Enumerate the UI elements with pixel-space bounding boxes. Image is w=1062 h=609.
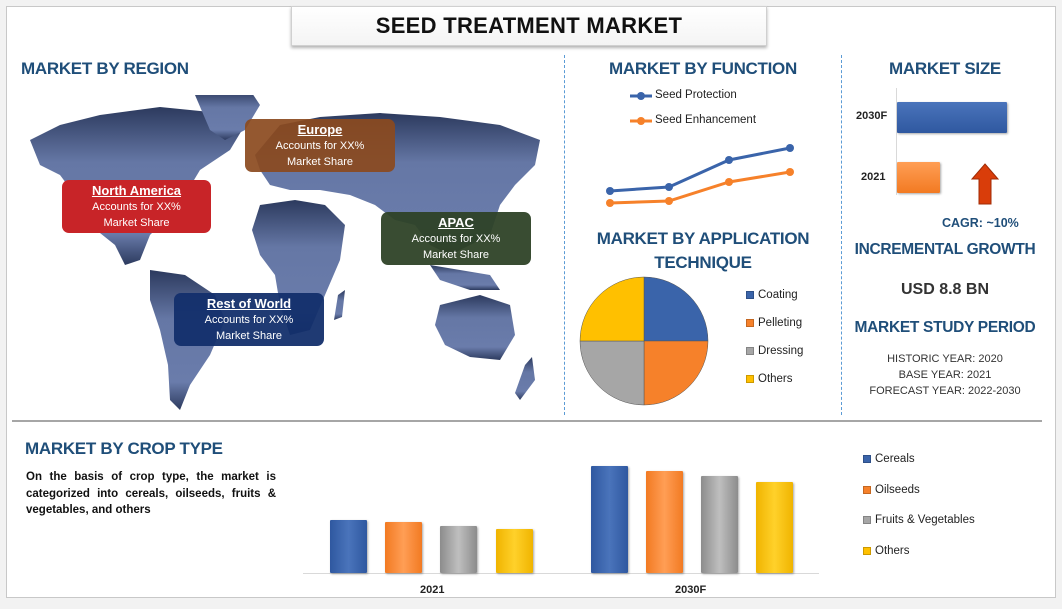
region-share-text: Accounts for XX%: [275, 140, 365, 152]
incremental-title: INCREMENTAL GROWTH: [854, 241, 1036, 258]
region-box-north-america: North America Accounts for XX% Market Sh…: [62, 180, 211, 233]
forecast-year: FORECAST YEAR: 2022-2030: [869, 385, 1021, 397]
study-period-title: MARKET STUDY PERIOD: [854, 319, 1036, 336]
legend-dressing: Dressing: [746, 345, 803, 357]
region-share-text: Accounts for XX%: [411, 233, 501, 245]
region-box-rest-of-world: Rest of World Accounts for XX% Market Sh…: [174, 293, 324, 346]
size-bar-2030: [897, 102, 1007, 133]
legend-pelleting: Pelleting: [746, 317, 802, 329]
function-legend-icons: [630, 92, 652, 125]
application-pie-chart: [579, 276, 709, 406]
region-box-europe: Europe Accounts for XX% Market Share: [245, 119, 395, 172]
divider: [12, 420, 1042, 422]
legend-oilseeds: Oilseeds: [863, 484, 920, 496]
region-share-text: Accounts for XX%: [204, 314, 294, 326]
region-name: Europe: [297, 122, 343, 137]
legend-crop-others: Others: [863, 545, 910, 557]
divider: [841, 55, 842, 415]
size-label-2030: 2030F: [856, 110, 888, 122]
region-name: APAC: [438, 215, 474, 230]
region-name: North America: [91, 183, 182, 198]
crop-bar-2021-fruits: [440, 526, 477, 573]
page-title: SEED TREATMENT MARKET: [291, 6, 767, 46]
crop-title: MARKET BY CROP TYPE: [25, 439, 223, 458]
divider: [564, 55, 565, 415]
size-bar-2021: [897, 162, 940, 193]
crop-bar-2021-cereals: [330, 520, 367, 573]
historic-year: HISTORIC YEAR: 2020: [887, 353, 1003, 365]
cagr-label: CAGR: ~10%: [942, 216, 1019, 230]
region-share-text: Market Share: [422, 249, 490, 261]
legend-cereals: Cereals: [863, 453, 915, 465]
legend-fruits-vegetables: Fruits & Vegetables: [863, 514, 975, 526]
region-share-text: Market Share: [286, 156, 354, 168]
crop-axis-label-2021: 2021: [420, 584, 445, 596]
region-name: Rest of World: [206, 296, 292, 311]
legend-others: Others: [746, 373, 793, 385]
growth-arrow-icon: [971, 163, 999, 205]
legend-coating: Coating: [746, 289, 798, 301]
crop-bar-2030-others: [756, 482, 793, 573]
axis-line: [303, 573, 819, 574]
region-share-text: Market Share: [103, 217, 170, 229]
crop-description: On the basis of crop type, the market is…: [26, 471, 276, 516]
crop-bar-2030-fruits: [701, 476, 738, 573]
base-year: BASE YEAR: 2021: [898, 369, 992, 381]
crop-bar-2021-oilseeds: [385, 522, 422, 573]
size-label-2021: 2021: [861, 171, 886, 183]
application-title: MARKET BY APPLICATION TECHNIQUE: [596, 229, 810, 272]
study-period-details: HISTORIC YEAR: 2020 BASE YEAR: 2021 FORE…: [845, 351, 1045, 399]
region-box-apac: APAC Accounts for XX% Market Share: [381, 212, 531, 265]
incremental-value: USD 8.8 BN: [900, 281, 990, 298]
legend-seed-enhancement: Seed Enhancement: [655, 114, 757, 126]
region-share-text: Market Share: [215, 330, 283, 342]
function-line-chart: [606, 144, 794, 207]
crop-axis-label-2030: 2030F: [675, 584, 707, 596]
crop-bar-2021-others: [496, 529, 533, 573]
axis-line: [896, 88, 897, 195]
market-size-title: MARKET SIZE: [889, 59, 1001, 78]
function-title: MARKET BY FUNCTION: [609, 59, 797, 78]
crop-bar-2030-oilseeds: [646, 471, 683, 573]
region-title: MARKET BY REGION: [21, 59, 189, 78]
crop-bar-2030-cereals: [591, 466, 628, 573]
region-share-text: Accounts for XX%: [92, 201, 181, 213]
legend-seed-protection: Seed Protection: [655, 89, 737, 101]
